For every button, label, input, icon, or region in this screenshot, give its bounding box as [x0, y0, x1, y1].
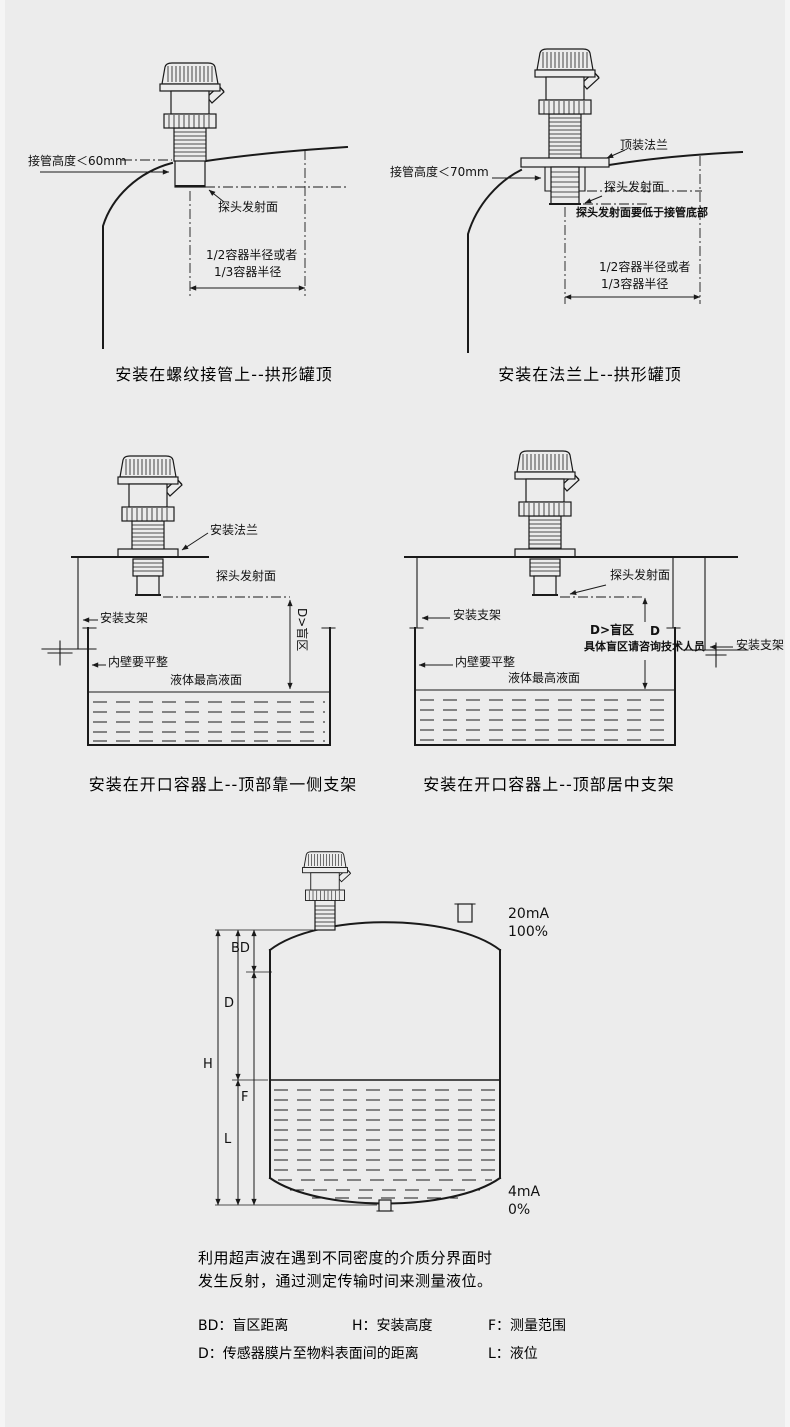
legend-f: F：测量范围	[488, 1318, 567, 1334]
d1-pipe-height-label: 接管高度＜60mm	[28, 154, 127, 168]
d3-blind-zone-label: D>盲区	[294, 608, 309, 652]
d4-blind-zone-label: D>盲区	[590, 623, 635, 637]
sensor-instance-2	[534, 48, 600, 115]
d4-caption: 安装在开口容器上--顶部居中支架	[423, 775, 675, 794]
diagram2-flange-mount	[467, 48, 744, 353]
sensor-instance-3	[117, 455, 183, 522]
d4-wall-flat-label: 内壁要平整	[455, 655, 516, 669]
d1-probe-face-label: 探头发射面	[218, 200, 279, 214]
d1-caption: 安装在螺纹接管上--拱形罐顶	[115, 365, 333, 384]
d3-wall-flat-label: 内壁要平整	[108, 655, 169, 669]
d3-mount-flange-label: 安装法兰	[210, 523, 259, 537]
principle-line2: 发生反射，通过测定传输时间来测量液位。	[198, 1272, 493, 1290]
d5-output-min-label: 4mA	[508, 1184, 541, 1200]
d2-top-flange-label: 顶装法兰	[620, 138, 669, 152]
d4-max-level-label: 液体最高液面	[508, 671, 581, 685]
diagram4-center-bracket	[404, 450, 749, 746]
diagram5-measurement-tank	[215, 851, 502, 1212]
d5-dim-f-label: F	[241, 1090, 249, 1105]
d3-caption: 安装在开口容器上--顶部靠一侧支架	[88, 775, 358, 794]
d1-radius-line1: 1/2容器半径或者	[206, 248, 298, 262]
principle-line1: 利用超声波在遇到不同密度的介质分界面时	[198, 1249, 493, 1267]
d1-radius-line2: 1/3容器半径	[214, 265, 282, 279]
legend-bd: BD：盲区距离	[198, 1318, 289, 1334]
legend-d: D：传感器膜片至物料表面间的距离	[198, 1346, 419, 1362]
legend-h: H：安装高度	[352, 1318, 433, 1334]
d3-max-level-label: 液体最高液面	[170, 673, 243, 687]
d2-caption: 安装在法兰上--拱形罐顶	[498, 365, 682, 384]
d5-percent-max-label: 100%	[508, 924, 549, 940]
page-edge-left	[0, 0, 5, 1427]
d5-output-max-label: 20mA	[508, 906, 550, 922]
d5-dim-d-label: D	[224, 996, 235, 1011]
d5-dim-bd-label: BD	[231, 941, 250, 956]
d5-dim-l-label: L	[224, 1132, 232, 1147]
d2-radius-line2: 1/3容器半径	[601, 277, 669, 291]
page-edge-right	[785, 0, 790, 1427]
d2-radius-line1: 1/2容器半径或者	[599, 260, 691, 274]
d4-consult-note: 具体盲区请咨询技术人员	[584, 640, 705, 653]
diagram1-threaded-mount	[40, 62, 349, 349]
sensor-instance-4	[514, 450, 580, 517]
legend-l: L：液位	[488, 1346, 538, 1362]
sensor-instance-1	[159, 62, 225, 129]
d4-bracket-right-label: 安装支架	[736, 638, 785, 652]
diagram3-side-bracket	[41, 455, 336, 746]
d3-probe-face-label: 探头发射面	[216, 569, 277, 583]
sensor-instance-5	[302, 851, 351, 901]
d5-percent-min-label: 0%	[508, 1202, 531, 1218]
d2-pipe-height-label: 接管高度＜70mm	[390, 165, 489, 179]
d4-bracket-left-label: 安装支架	[453, 608, 502, 622]
d3-bracket-label: 安装支架	[100, 611, 149, 625]
d5-dim-h-label: H	[203, 1057, 213, 1072]
d2-probe-below-note: 探头发射面要低于接管底部	[576, 206, 708, 219]
d2-probe-face-label: 探头发射面	[604, 180, 665, 194]
d4-probe-face-label: 探头发射面	[610, 568, 671, 582]
d4-dim-d-label: D	[650, 624, 660, 638]
